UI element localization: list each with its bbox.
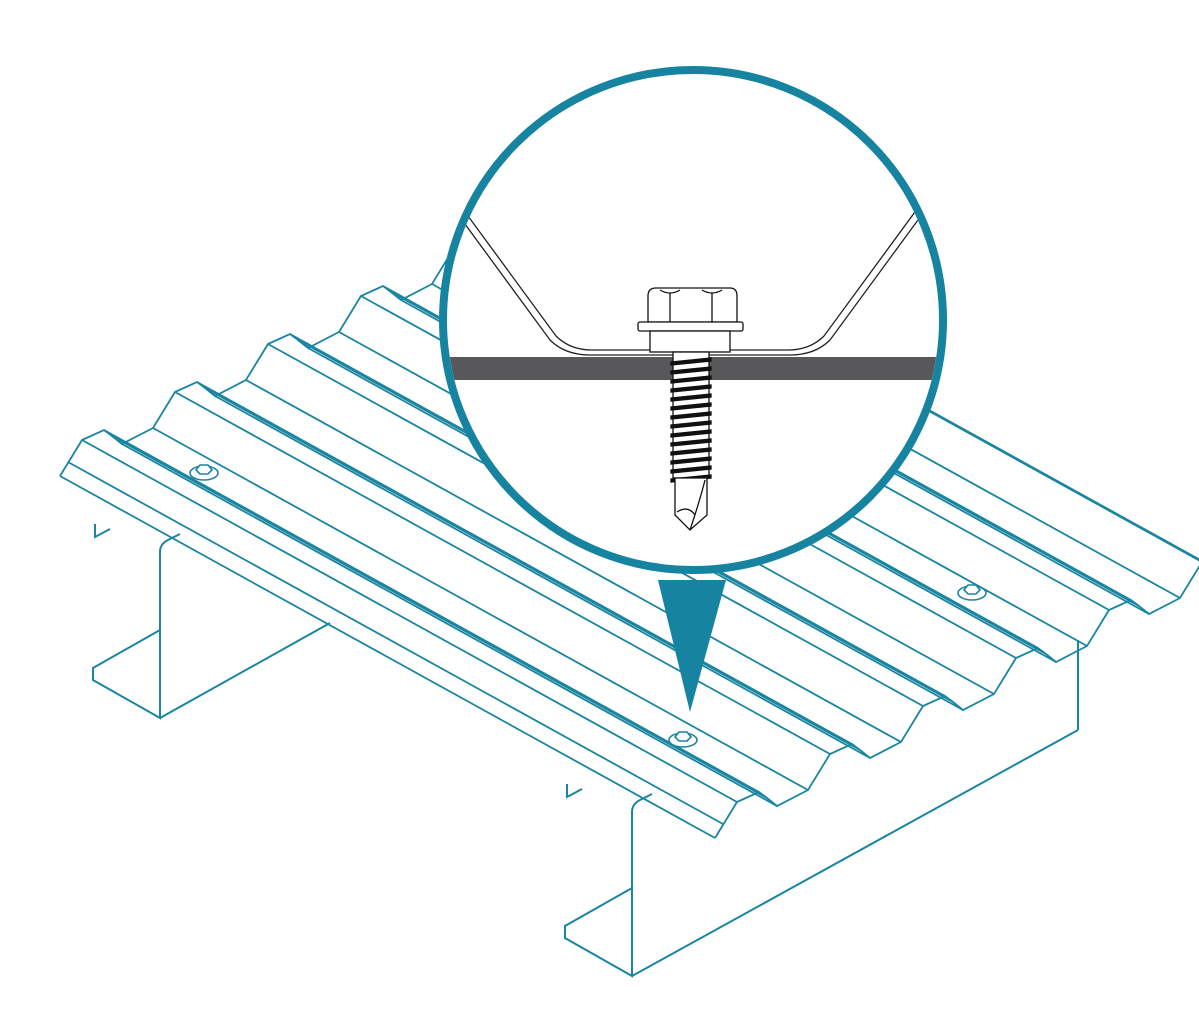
sheet-fold-line [111, 435, 768, 799]
magnifier [439, 66, 947, 712]
sheet-edge-lip [67, 461, 724, 825]
screw-thread [670, 357, 712, 366]
sheet-fold-line [59, 475, 716, 839]
magnified-detail [447, 185, 939, 531]
purlin-bottom-edge [631, 729, 1079, 977]
screw-thread [670, 384, 712, 393]
screw-thread [670, 366, 712, 375]
sheet-fold-line [204, 387, 861, 751]
purlins [92, 524, 1079, 978]
sheet-fold-line [152, 427, 809, 791]
sheet-fold-line [214, 395, 871, 759]
purlin-bottom-edge [159, 622, 331, 719]
screw-thread [670, 393, 712, 402]
screw-thread [670, 402, 712, 411]
purlin [564, 729, 1079, 978]
hex-head [194, 464, 214, 475]
screw-thread [670, 447, 712, 456]
screw-head-icon [957, 584, 987, 601]
purlin-web-flange [92, 552, 161, 720]
sheet-fold-line [121, 443, 778, 807]
magnifier-ring [439, 66, 947, 574]
purlin-web-flange [564, 812, 633, 978]
screw-thread [670, 375, 712, 384]
screw-head-icon [668, 731, 698, 748]
purlin-lip [94, 524, 111, 539]
self-drilling-screw-icon [637, 287, 744, 531]
sheet-fold-line [245, 379, 902, 743]
screw-thread [670, 465, 712, 474]
sheet-fold-line [196, 381, 853, 745]
screw-thread [670, 438, 712, 447]
magnifier-pointer [658, 580, 726, 712]
screw-thread [670, 420, 712, 429]
purlin-top-flange [631, 793, 653, 813]
purlin-top-flange [159, 533, 181, 553]
hex-head [673, 731, 693, 742]
purlin [92, 524, 331, 720]
purlin-lip [566, 784, 583, 799]
screw-thread [670, 456, 712, 465]
sheet-fasteners [189, 464, 987, 748]
screw-thread [670, 429, 712, 438]
sheet-fold-line [103, 429, 760, 793]
screw-head-icon [189, 464, 219, 481]
screw-thread [670, 411, 712, 420]
sheet-fold-line [174, 391, 831, 755]
sheet-fold-line [81, 439, 738, 803]
hex-head [962, 584, 982, 595]
